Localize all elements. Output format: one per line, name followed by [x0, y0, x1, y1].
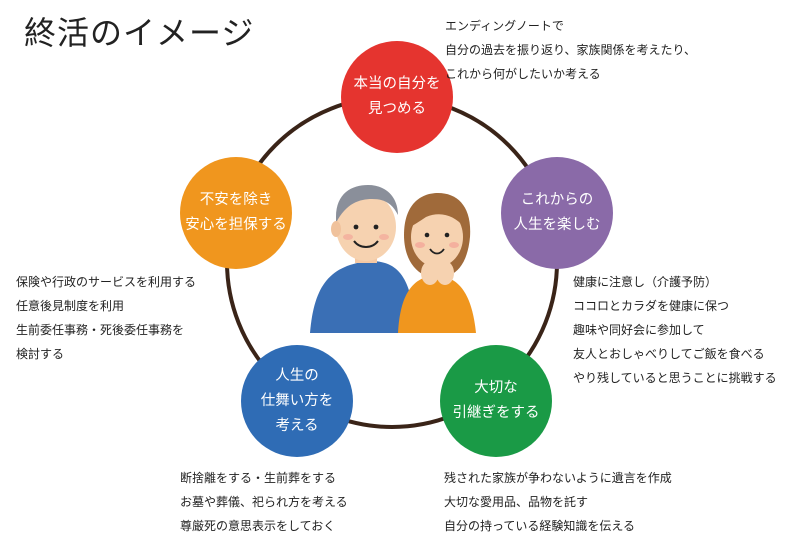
note-line: 検討する [16, 347, 65, 361]
note-line: エンディングノートで [445, 19, 564, 33]
elderly-couple-icon [310, 185, 476, 333]
note-line: ココロとカラダを健康に保つ [573, 299, 730, 313]
note-line: やり残していると思うことに挑戦する [573, 371, 777, 385]
node-label: 人生の 仕舞い方を 考える [260, 367, 334, 434]
page-title: 終活のイメージ [24, 14, 255, 52]
note-line: お墓や葬儀、祀られ方を考える [180, 495, 348, 509]
note-line: 友人とおしゃべりしてご飯を食べる [573, 347, 765, 361]
note-left: 保険や行政のサービスを利用する 任意後見制度を利用 生前委任事務・死後委任事務を… [16, 270, 196, 366]
note-bottom-right: 残された家族が争わないように遺言を作成 大切な愛用品、品物を託す 自分の持ってい… [444, 466, 672, 538]
note-bottom-left: 断捨離をする・生前葬をする お墓や葬儀、祀られ方を考える 尊厳死の意思表示をして… [180, 466, 348, 538]
node-important-handover: 大切な 引継ぎをする [440, 345, 552, 457]
note-right: 健康に注意し（介護予防） ココロとカラダを健康に保つ 趣味や同好会に参加して 友… [573, 270, 777, 390]
note-top: エンディングノートで 自分の過去を振り返り、家族関係を考えたり、 これから何がし… [445, 14, 696, 86]
node-label: これからの 人生を楽しむ [513, 192, 601, 233]
node-end-of-life-planning: 人生の 仕舞い方を 考える [241, 345, 353, 457]
note-line: 生前委任事務・死後委任事務を [16, 323, 185, 337]
note-line: 自分の過去を振り返り、家族関係を考えたり、 [445, 43, 697, 57]
note-line: 趣味や同好会に参加して [573, 323, 705, 337]
node-label: 不安を除き 安心を担保する [185, 192, 287, 233]
note-line: 自分の持っている経験知識を伝える [444, 519, 636, 533]
node-enjoy-life: これからの 人生を楽しむ [501, 157, 613, 269]
note-line: 保険や行政のサービスを利用する [16, 275, 197, 289]
note-line: 大切な愛用品、品物を託す [444, 495, 589, 509]
node-label: 大切な 引継ぎをする [452, 380, 540, 421]
note-line: これから何がしたいか考える [445, 67, 601, 81]
note-line: 尊厳死の意思表示をしておく [180, 519, 336, 533]
note-line: 健康に注意し（介護予防） [573, 275, 718, 289]
note-line: 残された家族が争わないように遺言を作成 [444, 471, 672, 485]
node-find-true-self: 本当の自分を 見つめる [341, 41, 453, 153]
note-line: 断捨離をする・生前葬をする [180, 471, 337, 485]
node-label: 本当の自分を 見つめる [353, 76, 441, 117]
note-line: 任意後見制度を利用 [16, 299, 125, 313]
node-remove-anxiety: 不安を除き 安心を担保する [180, 157, 292, 269]
